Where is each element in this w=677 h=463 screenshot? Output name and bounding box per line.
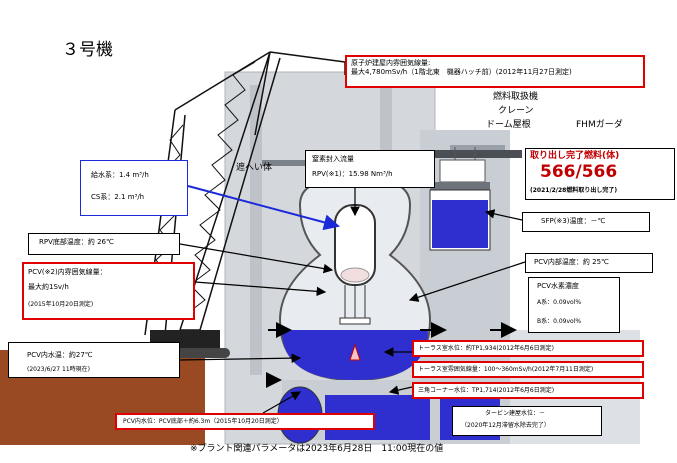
rpv-bottom-temp: RPV底部温度：約 26℃ — [39, 238, 114, 246]
nitrogen-box: 窒素封入流量 RPV(※1)：15.98 Nm³/h — [305, 150, 435, 188]
fuel-machine-label: 燃料取扱機 — [493, 92, 539, 102]
fuel-removed-title: 取り出し完了燃料(体) — [530, 151, 620, 161]
pcv-water-level-box: PCV内水位：PCV底部＋約6.3m（2015年10月20日測定） — [115, 413, 375, 430]
pcv-dose-title: PCV(※2)内雰囲気線量： — [28, 268, 107, 276]
pcv-water-temp: PCV内水温：約27℃ — [27, 351, 93, 359]
fuel-removed-value: 566/566 — [540, 162, 618, 182]
shield-label: 遮へい体 — [236, 163, 273, 173]
crawler-crane — [179, 51, 346, 331]
feedwater-rate: 給水系：1.4 m³/h — [91, 171, 149, 179]
sfp-temp: SFP(※3)温度：－℃ — [541, 217, 606, 225]
sfp-water — [432, 200, 488, 248]
fuel-removed-note: (2021/2/28燃料取り出し完了) — [530, 187, 618, 194]
footnote: ※プラント関連パラメータは2023年6月28日 11:00現在の値 — [190, 444, 444, 454]
sfp-temp-box: SFP(※3)温度：－℃ — [522, 212, 650, 232]
triangle-corner-level: 三角コーナー水位：TP1,714(2012年6月6日測定) — [418, 387, 555, 394]
turbine-level-note: （2020年12月滞留水除去完了） — [461, 422, 550, 429]
pcv-water-temp-box: PCV内水温：約27℃ (2023/6/27 11時現在) — [8, 342, 180, 378]
pcv-h2-a: A系：0.09vol% — [537, 299, 582, 306]
pcv-dose-date: (2015年10月20日測定) — [28, 301, 94, 308]
turbine-level-box: タービン建屋水位：－ （2020年12月滞留水除去完了） — [452, 406, 602, 436]
n2-title: 窒素封入流量 — [312, 155, 354, 163]
pcv-dose-box: PCV(※2)内雰囲気線量： 最大約1Sv/h (2015年10月20日測定) — [22, 262, 195, 320]
torus-room-dose: トーラス室雰囲気線量：100～360mSv/h(2012年7月11日測定) — [418, 366, 594, 373]
pcv-dose-value: 最大約1Sv/h — [28, 283, 69, 291]
water-injection-box: 給水系：1.4 m³/h CS系：2.1 m³/h — [80, 160, 188, 216]
turbine-level: タービン建屋水位：－ — [485, 410, 546, 417]
fuel-removal-box: 取り出し完了燃料(体) 566/566 (2021/2/28燃料取り出し完了) — [525, 148, 675, 200]
pcv-water-level: PCV内水位：PCV底部＋約6.3m（2015年10月20日測定） — [123, 418, 283, 425]
dose-rx-value: 最大4,780mSv/h（1階北東 機器ハッチ前）(2012年11月27日測定) — [351, 67, 572, 76]
pcv-internal-temp: PCV内部温度：約 25℃ — [534, 258, 609, 266]
rpv-bottom-temp-box: RPV底部温度：約 26℃ — [28, 233, 180, 255]
torus-room-level-box: トーラス室水位：約TP1,934(2012年6月6日測定) — [412, 340, 644, 357]
fuel-debris — [340, 267, 370, 283]
fuel-handling-machine — [439, 159, 486, 183]
torus-room-level: トーラス室水位：約TP1,934(2012年6月6日測定) — [418, 345, 554, 352]
crane-label: クレーン — [498, 106, 534, 116]
pcv-hydrogen-box: PCV水素濃度 A系：0.09vol% B系：0.09vol% — [528, 277, 620, 333]
torus-room-dose-box: トーラス室雰囲気線量：100～360mSv/h(2012年7月11日測定) — [412, 361, 644, 378]
unit-title: ３号機 — [62, 40, 113, 60]
fhm-girder-label: FHMガーダ — [576, 120, 623, 130]
fhm-girder — [430, 150, 522, 158]
pcv-h2-b: B系：0.09vol% — [537, 318, 582, 325]
pcv-h2-title: PCV水素濃度 — [537, 282, 579, 290]
dome-roof-label: ドーム屋根 — [486, 120, 531, 130]
triangle-corner-box: 三角コーナー水位：TP1,714(2012年6月6日測定) — [412, 382, 644, 399]
reactor-building-dose-box: 原子炉建屋内雰囲気線量: 最大4,780mSv/h（1階北東 機器ハッチ前）(2… — [345, 55, 645, 88]
pcv-internal-temp-box: PCV内部温度：約 25℃ — [525, 253, 653, 273]
cs-rate: CS系：2.1 m³/h — [91, 193, 145, 201]
pcv-water-temp-date: (2023/6/27 11時現在) — [27, 366, 90, 373]
dose-rx-title: 原子炉建屋内雰囲気線量: — [351, 59, 431, 67]
n2-value: RPV(※1)：15.98 Nm³/h — [312, 170, 393, 178]
